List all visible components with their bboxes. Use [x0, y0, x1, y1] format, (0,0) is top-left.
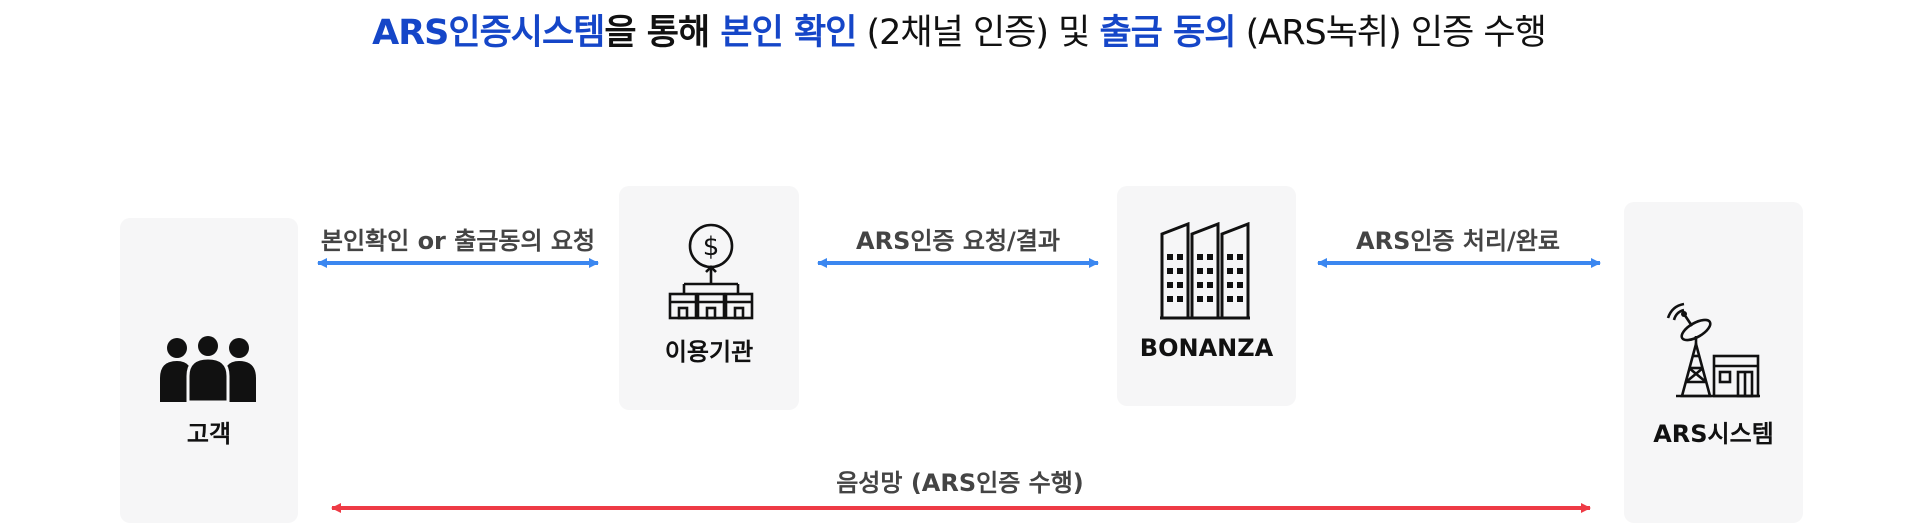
group-of-people-icon [160, 336, 256, 402]
satellite-station-icon [1666, 302, 1760, 398]
dollar-institution-icon: $ [668, 223, 754, 320]
title-withdrawal-consent: 출금 동의 [1099, 13, 1236, 53]
page-title: ARS인증시스템을 통해 본인 확인 (2채널 인증) 및 출금 동의 (ARS… [0, 4, 1918, 55]
title-identity-check: 본인 확인 [720, 13, 857, 53]
office-buildings-icon [1160, 222, 1250, 320]
title-text-2: (2채널 인증) 및 [856, 13, 1100, 53]
label-bonanza-ars: ARS인증 처리/완료 [1356, 227, 1560, 255]
institution-card [619, 186, 799, 410]
label-customer-institution: 본인확인 or 출금동의 요청 [320, 227, 596, 255]
label-voice-network: 음성망 (ARS인증 수행) [836, 469, 1084, 497]
title-text-3: (ARS녹취) 인증 수행 [1235, 13, 1547, 53]
node-label-customer: 고객 [186, 420, 232, 448]
node-label-ars: ARS시스템 [1653, 420, 1774, 448]
label-institution-bonanza: ARS인증 요청/결과 [856, 227, 1060, 255]
bonanza-card [1117, 186, 1296, 406]
node-label-institution: 이용기관 [664, 338, 754, 366]
node-label-bonanza: BONANZA [1139, 334, 1274, 362]
svg-text:$: $ [703, 232, 720, 262]
title-text-1: 을 통해 [604, 13, 721, 53]
title-ars-system: ARS인증시스템 [372, 13, 605, 53]
